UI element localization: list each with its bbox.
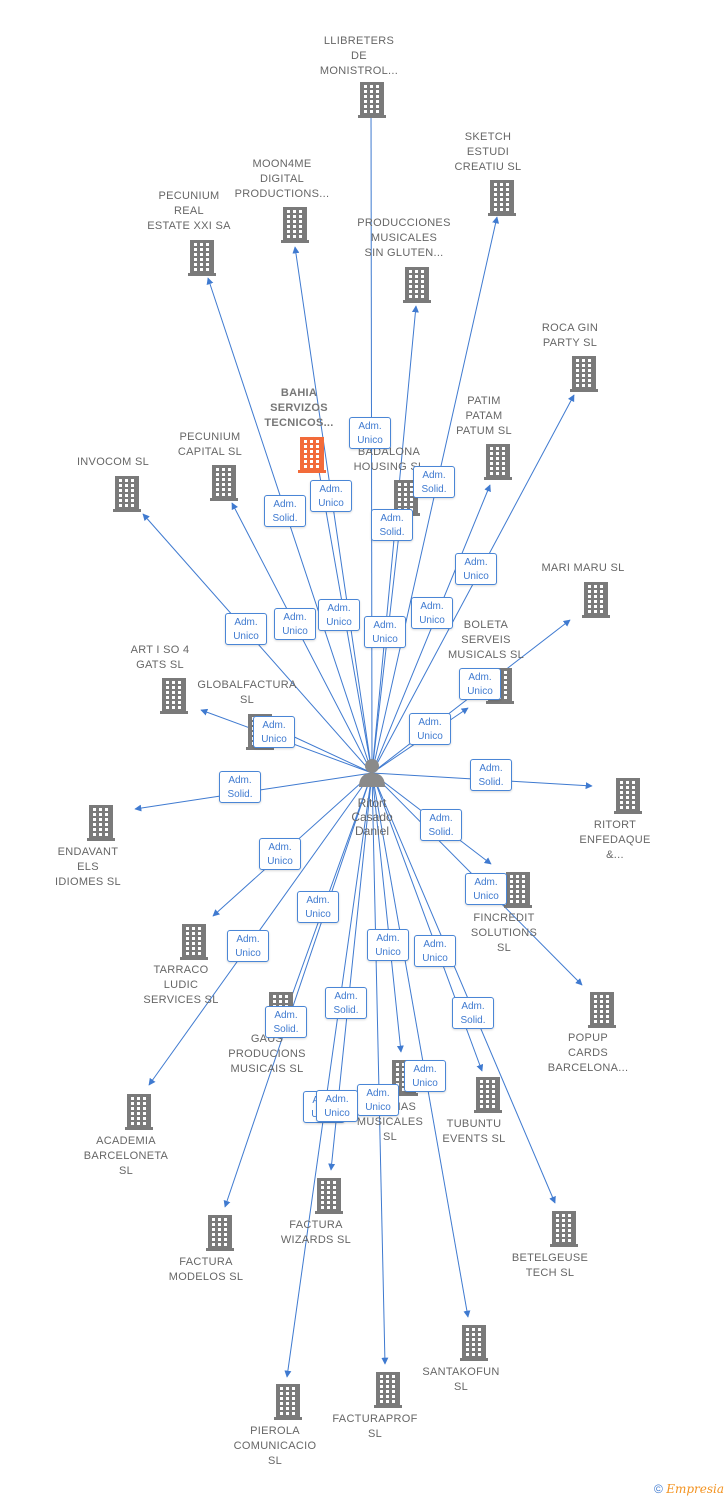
building-icon [125,1094,153,1135]
company-name: PRODUCCIONES MUSICALES SIN GLUTEN... [357,217,451,259]
edge-santakofun [371,772,471,1318]
company-name: ROCA GIN PARTY SL [541,322,599,349]
edge-layer [134,94,593,1378]
company-name: MARI MARU SL [541,562,625,574]
person-name: Ritort Casado Daniel [351,796,393,838]
role-badge[interactable]: Adm. Unico [259,838,301,870]
building-icon [358,82,386,123]
building-icon [460,1325,488,1366]
company-name: MOON4ME DIGITAL PRODUCTIONS... [234,158,330,200]
company-name: BETELGEUSE TECH SL [511,1252,589,1279]
role-badge[interactable]: Adm. Unico [409,713,451,745]
building-icon [210,465,238,506]
company-name: FACTURAPROF SL [332,1413,418,1440]
role-badge[interactable]: Adm. Unico [274,608,316,640]
company-name: BOLETA SERVEIS MUSICALS SL [447,619,525,661]
role-badge[interactable]: Adm. Unico [297,891,339,923]
building-icon [274,1384,302,1425]
building-icon [488,180,516,221]
building-icon [484,444,512,485]
building-icon [614,778,642,819]
role-badge[interactable]: Adm. Solid. [371,509,413,541]
building-icon [315,1178,343,1219]
building-icon [180,924,208,965]
role-badge[interactable]: Adm. Unico [225,613,267,645]
role-badge[interactable]: Adm. Solid. [325,987,367,1019]
company-name: TUBUNTU EVENTS SL [442,1118,506,1145]
building-icon [582,582,610,623]
role-badge[interactable]: Adm. Unico [455,553,497,585]
role-badge[interactable]: Adm. Unico [253,716,295,748]
role-badge[interactable]: Adm. Unico [364,616,406,648]
role-badge[interactable]: Adm. Unico [414,935,456,967]
role-badge[interactable]: Adm. Unico [465,873,507,905]
role-badge[interactable]: Adm. Solid. [219,771,261,803]
building-icon [570,356,598,397]
company-name: SANTAKOFUN SL [422,1366,500,1393]
building-icon [588,992,616,1033]
company-name: PECUNIUM CAPITAL SL [177,431,243,458]
role-badge[interactable]: Adm. Solid. [470,759,512,791]
role-badge[interactable]: Adm. Solid. [420,809,462,841]
footer-brand[interactable]: © Empresia [654,1482,724,1496]
role-badge[interactable]: Adm. Unico [310,480,352,512]
edge-factura-mod [223,772,373,1208]
company-name: INVOCOM SL [76,456,150,468]
building-icon [298,437,326,478]
building-icon [374,1372,402,1413]
role-badge[interactable]: Adm. Solid. [265,1006,307,1038]
edge-betelgeuse [371,772,556,1204]
brand-name: Empresia [666,1482,724,1496]
building-icon [160,678,188,719]
building-icon [206,1215,234,1256]
building-icon [474,1077,502,1118]
company-name: PATIM PATAM PATUM SL [456,395,512,437]
role-badge[interactable]: Adm. Solid. [413,466,455,498]
building-icon [87,805,115,846]
company-name: PIEROLA COMUNICACIO SL [233,1425,317,1467]
role-badge[interactable]: Adm. Unico [357,1084,399,1116]
company-name: FINCREDIT SOLUTIONS SL [470,912,538,954]
role-badge[interactable]: Adm. Solid. [264,495,306,527]
company-name: ENDAVANT ELS IDIOMES SL [55,846,121,888]
building-icon [550,1211,578,1252]
role-badge[interactable]: Adm. Unico [367,929,409,961]
company-name: RITORT ENFEDAQUE &... [579,819,651,861]
edge-facturaprof [371,772,389,1365]
company-name: PECUNIUM REAL ESTATE XXI SA [147,190,231,232]
edge-academia [148,772,373,1086]
role-badge[interactable]: Adm. Unico [227,930,269,962]
company-name: ART I SO 4 GATS SL [130,644,190,671]
edge-marinas [371,772,404,1053]
company-name: BADALONA HOUSING SL [353,446,425,473]
role-badge[interactable]: Adm. Unico [459,668,501,700]
role-badge[interactable]: Adm. Unico [318,599,360,631]
company-name: ACADEMIA BARCELONETA SL [83,1135,169,1177]
company-name: TARRACO LUDIC SERVICES SL [143,964,219,1006]
edge-patim [371,484,491,774]
company-name: FACTURA WIZARDS SL [280,1219,352,1246]
building-icon [403,267,431,308]
building-icon [504,872,532,913]
role-badge[interactable]: Adm. Solid. [452,997,494,1029]
role-badge[interactable]: Adm. Unico [411,597,453,629]
company-name: POPUP CARDS BARCELONA... [547,1032,629,1074]
role-badge[interactable]: Adm. Unico [316,1090,358,1122]
edge-pierola [284,772,373,1378]
company-name: GAUS PRODUCIONS MUSICAIS SL [228,1033,306,1075]
person-icon [359,759,385,787]
role-badge[interactable]: Adm. Unico [349,417,391,449]
copyright-symbol: © [654,1482,663,1496]
company-name: LLIBRETERS DE MONISTROL... [319,35,399,77]
building-icon [281,207,309,248]
company-name: FACTURA MODELOS SL [168,1256,244,1283]
company-name: GLOBALFACTURA SL [197,679,297,706]
company-name: SKETCH ESTUDI CREATIU SL [454,131,522,173]
building-icon [188,240,216,281]
building-icon [113,476,141,517]
role-badge[interactable]: Adm. Unico [404,1060,446,1092]
company-name: BAHIA SERVIZOS TECNICOS... [264,387,334,429]
